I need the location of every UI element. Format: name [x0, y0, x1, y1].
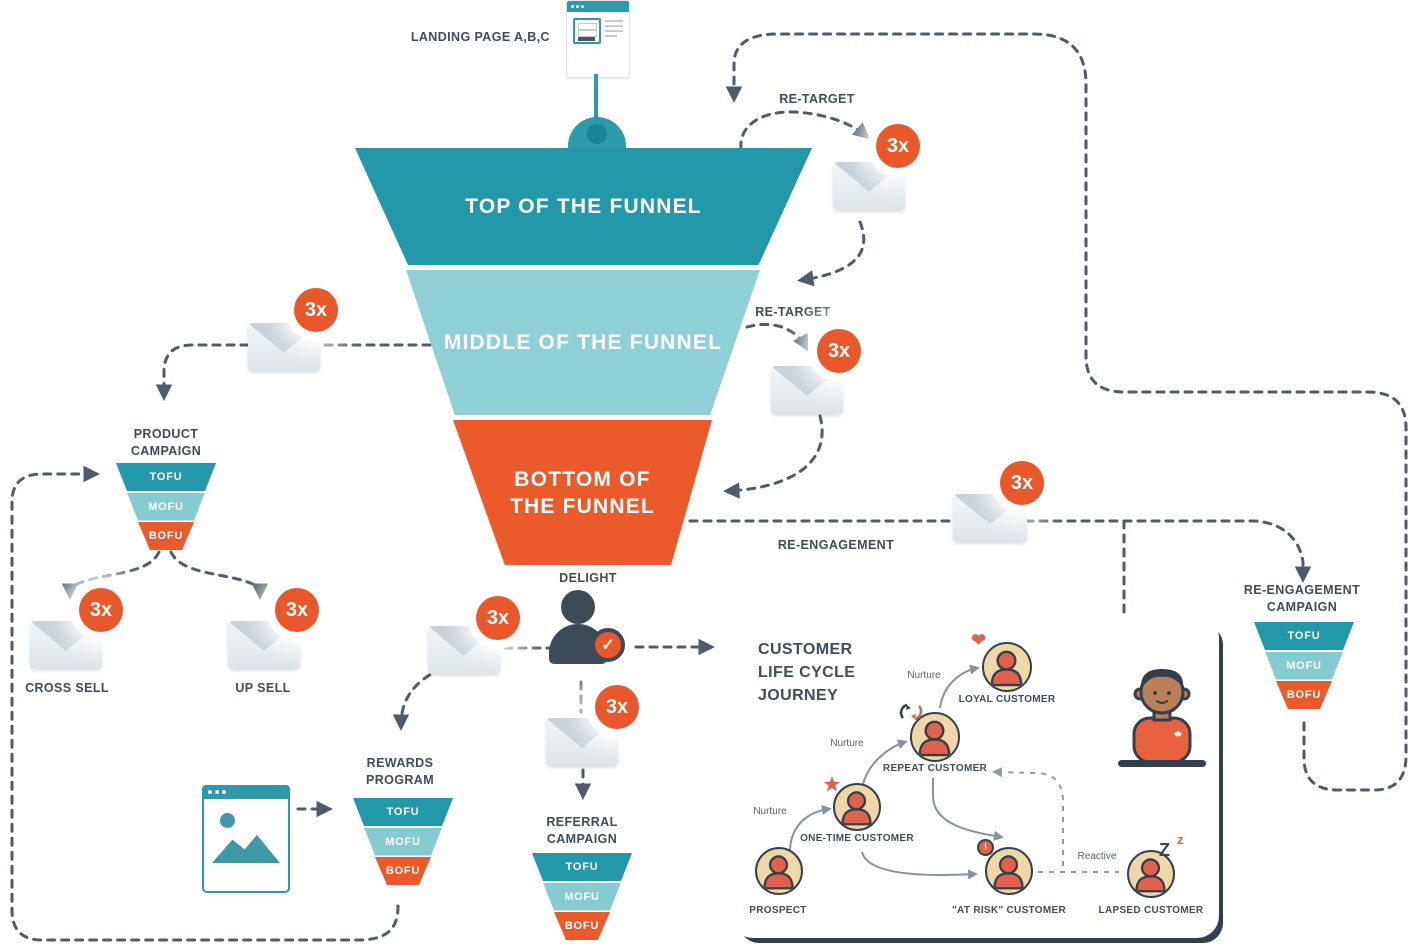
retarget-middle-envelope-icon: [771, 366, 843, 414]
one-time-customer-avatar[interactable]: [833, 783, 881, 831]
image-mountains: [212, 834, 280, 863]
retarget-middle-label: RE-TARGET: [755, 305, 831, 319]
at-risk-customer-label: "AT RISK" CUSTOMER: [952, 905, 1066, 916]
funnel-bottom-label-line1: BOTTOM OF: [514, 467, 651, 491]
product-3x-badge: 3x: [294, 288, 338, 332]
landing-page-icon: [566, 0, 630, 78]
nurture-note-2: Nurture: [830, 738, 864, 749]
lapsed-customer-avatar[interactable]: [1127, 850, 1175, 898]
tofu-band: TOFU: [1254, 622, 1354, 650]
sleep-z-small-icon: z: [1177, 832, 1184, 847]
cross-sell-label: CROSS SELL: [25, 681, 109, 695]
sleep-z-icon: Z: [1159, 840, 1170, 860]
tofu-band: TOFU: [116, 463, 216, 491]
image-page-icon: [202, 785, 290, 893]
funnel-bottom-label-line2: THE FUNNEL: [510, 494, 655, 518]
funnel-top-label: TOP OF THE FUNNEL: [465, 194, 702, 218]
reengagement-3x-badge: 3x: [1000, 461, 1044, 505]
retarget-middle-3x-badge: 3x: [817, 329, 861, 373]
funnel-middle-label: MIDDLE OF THE FUNNEL: [443, 330, 723, 354]
mofu-band: MOFU: [1265, 651, 1343, 680]
retarget-top-3x-badge: 3x: [876, 124, 920, 168]
nurture-note-3: Nurture: [907, 670, 941, 681]
rewards-program-funnel[interactable]: TOFU MOFU BOFU: [353, 798, 453, 887]
funnel-bottom-segment[interactable]: BOTTOM OF THE FUNNEL: [453, 420, 712, 565]
landing-page-label: LANDING PAGE A,B,C: [410, 30, 550, 44]
product-campaign-funnel[interactable]: TOFU MOFU BOFU: [116, 463, 216, 552]
bofu-band: BOFU: [554, 912, 610, 940]
rewards-3x-badge: 3x: [476, 596, 520, 640]
product-envelope-icon: [248, 323, 320, 371]
retarget-top-envelope-icon: [833, 162, 905, 210]
reengagement-label: RE-ENGAGEMENT: [777, 538, 895, 552]
mofu-band: MOFU: [543, 882, 621, 911]
bofu-band: BOFU: [1276, 681, 1332, 709]
prospect-avatar[interactable]: [755, 847, 803, 895]
check-badge-icon: ✓: [591, 628, 625, 662]
person-illustration: [1118, 669, 1206, 767]
funnel-inlet-dot: [587, 124, 607, 144]
up-sell-label: UP SELL: [235, 681, 291, 695]
one-time-customer-label: ONE-TIME CUSTOMER: [800, 833, 914, 844]
customer-lifecycle-panel: CUSTOMER LIFE CYCLE JOURNEY PROSPECT ★ O…: [731, 616, 1219, 938]
loyal-customer-avatar[interactable]: [982, 642, 1032, 692]
journey-title: CUSTOMER LIFE CYCLE JOURNEY: [758, 641, 856, 705]
prospect-label: PROSPECT: [749, 905, 807, 916]
funnel-top-segment[interactable]: TOP OF THE FUNNEL: [355, 148, 812, 265]
repeat-customer-avatar[interactable]: [910, 712, 960, 762]
tofu-band: TOFU: [532, 853, 632, 881]
heart-icon: ❤: [971, 630, 987, 650]
lapsed-customer-label: LAPSED CUSTOMER: [1098, 905, 1204, 916]
mofu-band: MOFU: [364, 827, 442, 856]
at-risk-customer-avatar[interactable]: [985, 847, 1033, 895]
cross-sell-3x-badge: 3x: [79, 588, 123, 632]
nurture-note-1: Nurture: [753, 806, 787, 817]
star-icon: ★: [823, 774, 841, 796]
reengagement-campaign-funnel[interactable]: TOFU MOFU BOFU: [1254, 622, 1354, 711]
bofu-band: BOFU: [138, 522, 194, 550]
tofu-band: TOFU: [353, 798, 453, 826]
repeat-icon: [899, 703, 923, 721]
retarget-top-label: RE-TARGET: [779, 92, 855, 106]
mofu-band: MOFU: [127, 492, 205, 521]
bofu-band: BOFU: [375, 857, 431, 885]
exclamation-icon: !: [977, 839, 994, 856]
referral-campaign-funnel[interactable]: TOFU MOFU BOFU: [532, 853, 632, 942]
reactive-note: Reactive: [1077, 851, 1117, 862]
delight-label: DELIGHT: [559, 571, 617, 585]
up-sell-3x-badge: 3x: [275, 588, 319, 632]
funnel-inlet-stem: [594, 74, 598, 152]
loyal-customer-label: LOYAL CUSTOMER: [958, 694, 1056, 705]
browser-titlebar: [567, 1, 629, 12]
referral-3x-badge: 3x: [595, 685, 639, 729]
funnel-middle-segment[interactable]: MIDDLE OF THE FUNNEL: [406, 270, 760, 415]
repeat-customer-label: REPEAT CUSTOMER: [882, 763, 988, 774]
image-sun: [220, 813, 235, 828]
